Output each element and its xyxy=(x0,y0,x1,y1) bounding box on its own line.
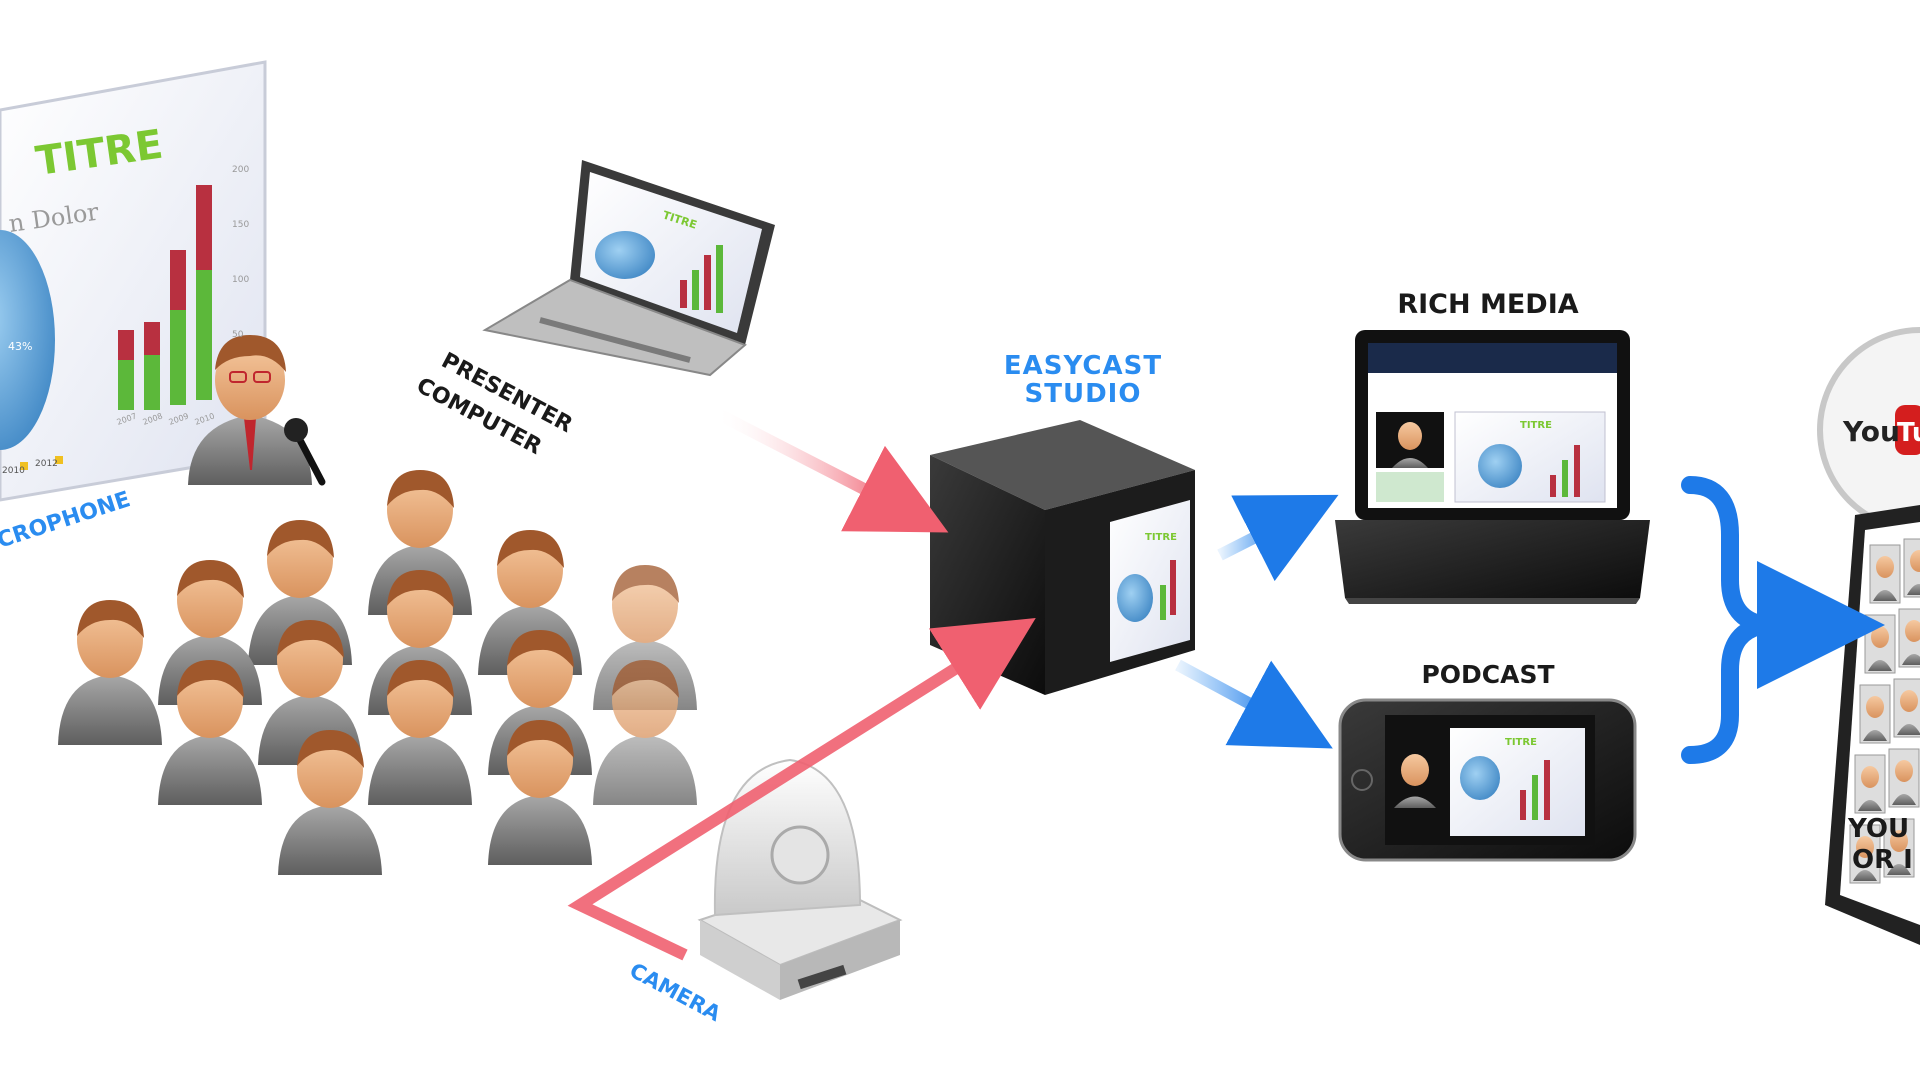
arrow-studio-to-richmedia xyxy=(1217,494,1339,582)
screen-axis-tick: 150 xyxy=(232,220,249,230)
microphone-icon xyxy=(284,418,326,486)
screen-axis-tick: 100 xyxy=(232,275,249,285)
tablet-photo xyxy=(1898,608,1920,668)
screen-legend-1: 2010 xyxy=(2,466,25,476)
output-label-line1: YOU xyxy=(1847,814,1909,844)
camera-icon xyxy=(697,758,903,1000)
laptop-icon xyxy=(482,160,775,377)
rich-media-screen-title: TITRE xyxy=(1520,420,1552,431)
rich-media-label: RICH MEDIA xyxy=(1397,289,1578,320)
youtube-text-2: Tub xyxy=(1897,418,1920,448)
easycast-label-line1: EASYCAST xyxy=(1004,351,1162,381)
screen-axis-tick: 50 xyxy=(232,330,244,340)
camera-label: CAMERA xyxy=(626,958,726,1026)
tablet-photo xyxy=(1864,614,1896,674)
tablet-photo xyxy=(1849,824,1881,884)
screen-bars xyxy=(118,185,212,410)
podcast-screen-title: TITRE xyxy=(1505,737,1537,748)
audience-member xyxy=(368,660,472,805)
screen-legend-2: 2012 xyxy=(35,459,58,469)
tablet-photo xyxy=(1859,684,1891,744)
studio-screen-title: TITRE xyxy=(1145,532,1177,543)
tablet-icon xyxy=(1825,505,1920,945)
podcast-label: PODCAST xyxy=(1421,660,1554,689)
output-label-line2: OR I xyxy=(1852,845,1913,875)
audience-member xyxy=(278,730,382,875)
tablet-photo xyxy=(1893,678,1920,738)
screen-axis-ticks: 200 150 100 50 xyxy=(232,165,249,340)
tablet-photo xyxy=(1854,754,1886,814)
audience-member xyxy=(58,600,162,745)
audience-member xyxy=(593,660,697,805)
tablet-photo xyxy=(1903,538,1920,598)
presentation-screen-icon xyxy=(0,60,267,502)
screen-axis-tick: 200 xyxy=(232,165,249,175)
screen-pie-pct: 43% xyxy=(8,340,32,353)
audience-member xyxy=(158,660,262,805)
bracket-icon xyxy=(1681,476,1767,764)
youtube-text-1: You xyxy=(1842,415,1900,448)
arrow-camera-to-studio xyxy=(567,618,1036,961)
arrow-studio-to-podcast xyxy=(1175,659,1333,749)
tablet-photo xyxy=(1888,748,1920,808)
easycast-label-line2: STUDIO xyxy=(1025,379,1142,409)
audience-icon xyxy=(58,470,697,875)
audience-member xyxy=(488,720,592,865)
phone-icon xyxy=(1338,698,1637,862)
tablet-photo xyxy=(1883,818,1915,878)
presenter-icon xyxy=(188,335,312,485)
arrow-laptop-to-studio xyxy=(717,409,949,533)
laptop-icon xyxy=(1335,330,1650,604)
youtube-icon xyxy=(1817,327,1920,533)
tablet-photo xyxy=(1869,544,1901,604)
